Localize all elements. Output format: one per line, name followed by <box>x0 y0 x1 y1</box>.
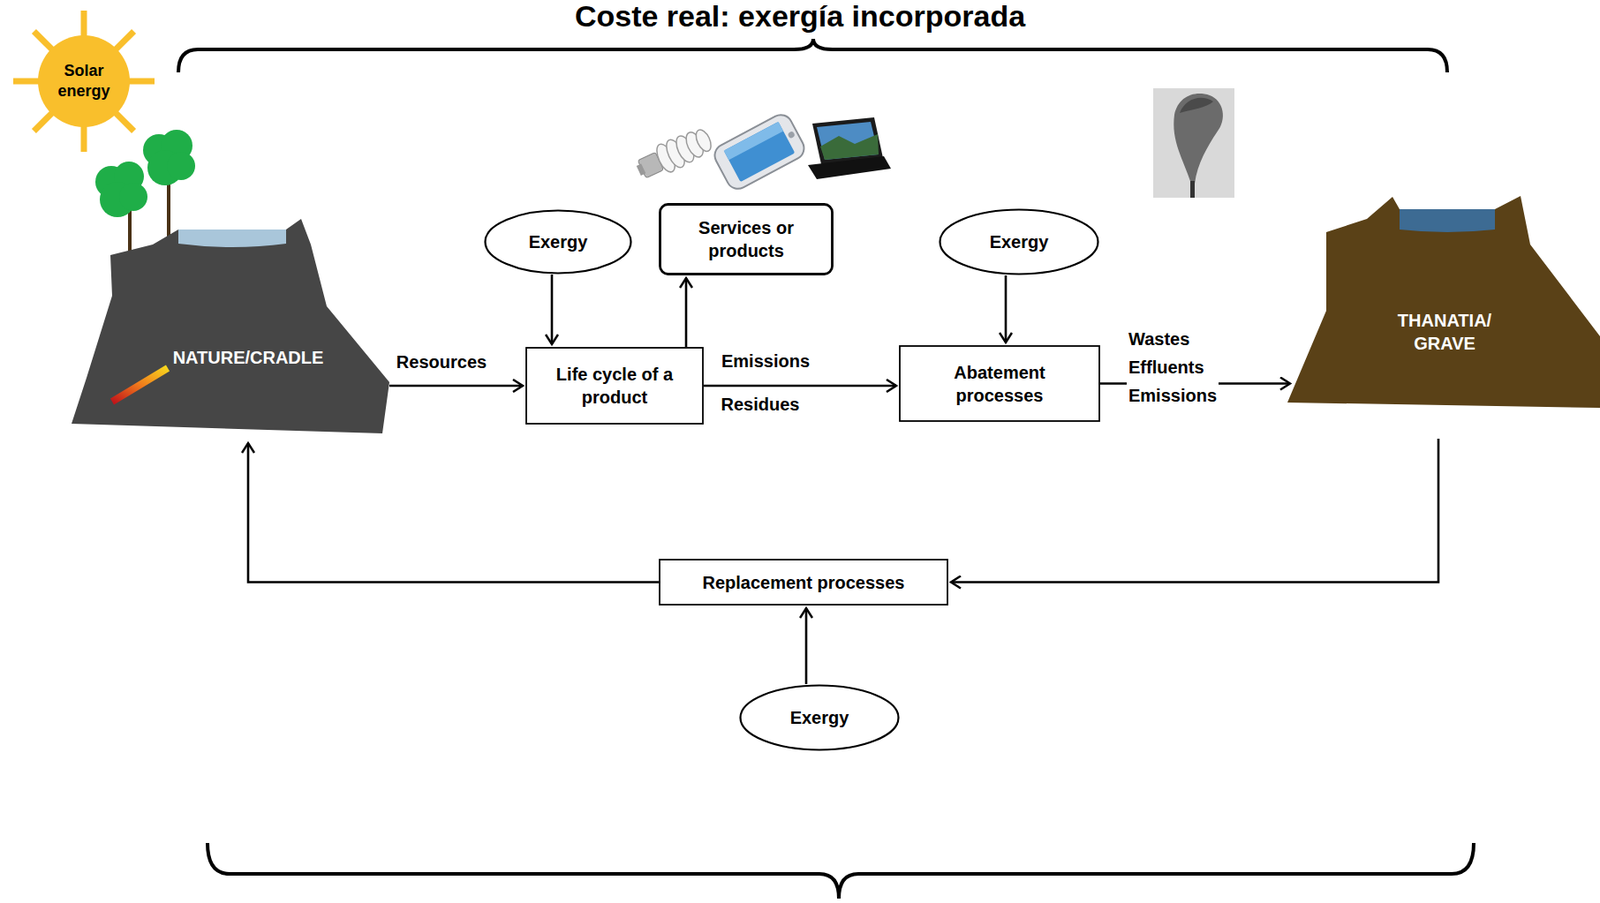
laptop-picture <box>807 117 891 180</box>
flow-label: Residues <box>719 393 802 416</box>
flow-arrow <box>389 384 523 388</box>
exergy-ellipse: Exergy <box>483 209 633 275</box>
flow-label: Wastes Effluents Emissions <box>1126 324 1219 410</box>
node-text: Exergy <box>528 230 589 254</box>
node-text: THANATIA/ GRAVE <box>1397 309 1492 355</box>
exergy-ellipse: Exergy <box>938 208 1100 276</box>
process-box: Abatement processes <box>898 345 1101 423</box>
node-text: Life cycle of a product <box>532 362 697 409</box>
node-shape <box>658 203 834 276</box>
node-text-wrap: NATURE/CRADLE <box>173 346 325 370</box>
node-text-wrap: Abatement processes <box>953 361 1045 408</box>
node-text: Replacement processes <box>701 571 905 595</box>
node-text-wrap: Exergy <box>790 706 850 730</box>
process-box: Life cycle of a product <box>525 347 704 425</box>
node-shape <box>10 7 158 155</box>
bulb-picture <box>632 124 716 185</box>
output-box: Services or products <box>658 203 834 276</box>
node-text: Solar energy <box>57 60 110 103</box>
flow-arrow <box>805 608 808 685</box>
flow-label: Emissions <box>719 350 812 372</box>
node-text-wrap: Services or products <box>665 216 827 263</box>
node-shape <box>525 347 704 425</box>
flow-arrow <box>685 278 688 348</box>
node-text: Exergy <box>790 706 850 730</box>
smoke-photo <box>1153 88 1235 198</box>
node-text: Abatement processes <box>953 361 1045 408</box>
nature-cradle: NATURE/CRADLE <box>71 218 390 434</box>
edge-label-wrap: Emissions <box>719 350 812 372</box>
node-text-wrap: Exergy <box>528 230 589 254</box>
node-text-wrap: Exergy <box>989 230 1050 254</box>
node-text-wrap: Solar energy <box>57 60 110 103</box>
flow-arrow <box>1004 275 1008 343</box>
sun-symbol: Solar energy <box>10 7 158 155</box>
flow-arrow <box>550 274 554 345</box>
edge-label-wrap: Resources <box>394 351 489 373</box>
flow-arrow <box>950 438 1439 583</box>
node-shape <box>898 345 1101 423</box>
label-wrap: Residues <box>719 393 802 416</box>
exergy-ellipse: Exergy <box>739 684 900 752</box>
process-box: Replacement processes <box>658 558 949 606</box>
bottom-brace <box>207 843 1474 899</box>
top-brace <box>178 38 1448 73</box>
flow-arrow <box>703 384 897 388</box>
edge-label-wrap: Wastes Effluents Emissions <box>1126 324 1219 410</box>
flow-label: Resources <box>394 351 489 373</box>
node-text: NATURE/CRADLE <box>173 346 325 370</box>
phone-picture <box>710 111 808 194</box>
title-wrap: Coste real: exergía incorporada <box>0 0 1600 34</box>
thanatia-grave: THANATIA/ GRAVE <box>1287 194 1600 408</box>
node-text: Exergy <box>989 230 1050 254</box>
diagram-title: Coste real: exergía incorporada <box>574 0 1026 34</box>
node-text-wrap: Replacement processes <box>701 571 905 595</box>
node-text: Services or products <box>665 216 827 263</box>
node-text-wrap: THANATIA/ GRAVE <box>1397 309 1492 355</box>
node-text-wrap: Life cycle of a product <box>532 362 697 409</box>
flow-arrow <box>248 443 659 583</box>
node-shape <box>71 218 390 434</box>
node-shape <box>1287 194 1600 408</box>
